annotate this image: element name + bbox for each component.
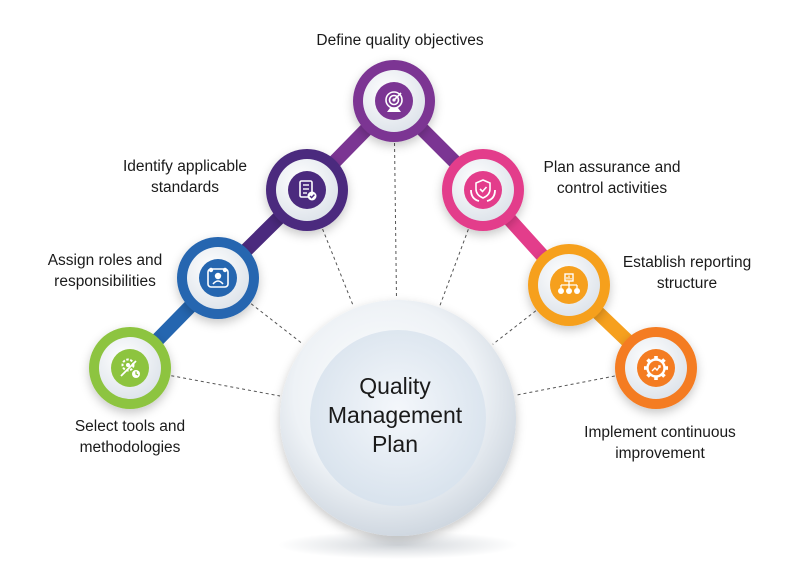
step-icon-badge — [288, 171, 326, 209]
target-icon — [385, 91, 403, 112]
step-node-establish — [528, 244, 610, 326]
dotted-connector — [492, 310, 537, 345]
document-check-icon — [299, 180, 317, 201]
step-nodes — [89, 60, 697, 409]
dotted-connector — [171, 375, 281, 397]
team-icon — [207, 267, 229, 288]
step-node-select — [89, 327, 171, 409]
shield-hands-icon — [470, 179, 496, 202]
connector-dotted-lines — [171, 142, 615, 397]
reporting-structure-icon — [558, 273, 580, 294]
dotted-connector — [394, 142, 397, 299]
step-node-implement — [615, 327, 697, 409]
step-node-define — [353, 60, 435, 142]
dotted-connector — [322, 228, 354, 307]
label-plan-assurance: Plan assurance and control activities — [543, 159, 681, 197]
center-title: Quality Management Plan — [327, 373, 463, 457]
step-node-plan — [442, 149, 524, 231]
gear-improvement-icon — [644, 356, 668, 380]
step-node-assign — [177, 237, 259, 319]
center-circle-inner — [310, 330, 486, 506]
dotted-connector — [439, 229, 469, 306]
label-establish-reporting: Establish reporting structure — [622, 254, 752, 292]
tools-icon — [120, 358, 140, 378]
center-shadow — [278, 531, 518, 559]
label-define-quality-objectives: Define quality objectives — [316, 32, 484, 49]
dotted-connector — [250, 303, 304, 345]
step-node-identify — [266, 149, 348, 231]
label-assign-roles: Assign roles and responsibilities — [47, 252, 163, 290]
dotted-connector — [515, 375, 615, 396]
step-icon-badge — [637, 349, 675, 387]
label-identify-applicable-standards: Identify applicable standards — [122, 158, 248, 196]
label-implement-improvement: Implement continuous improvement — [584, 424, 736, 462]
label-select-tools: Select tools and methodologies — [74, 418, 186, 456]
